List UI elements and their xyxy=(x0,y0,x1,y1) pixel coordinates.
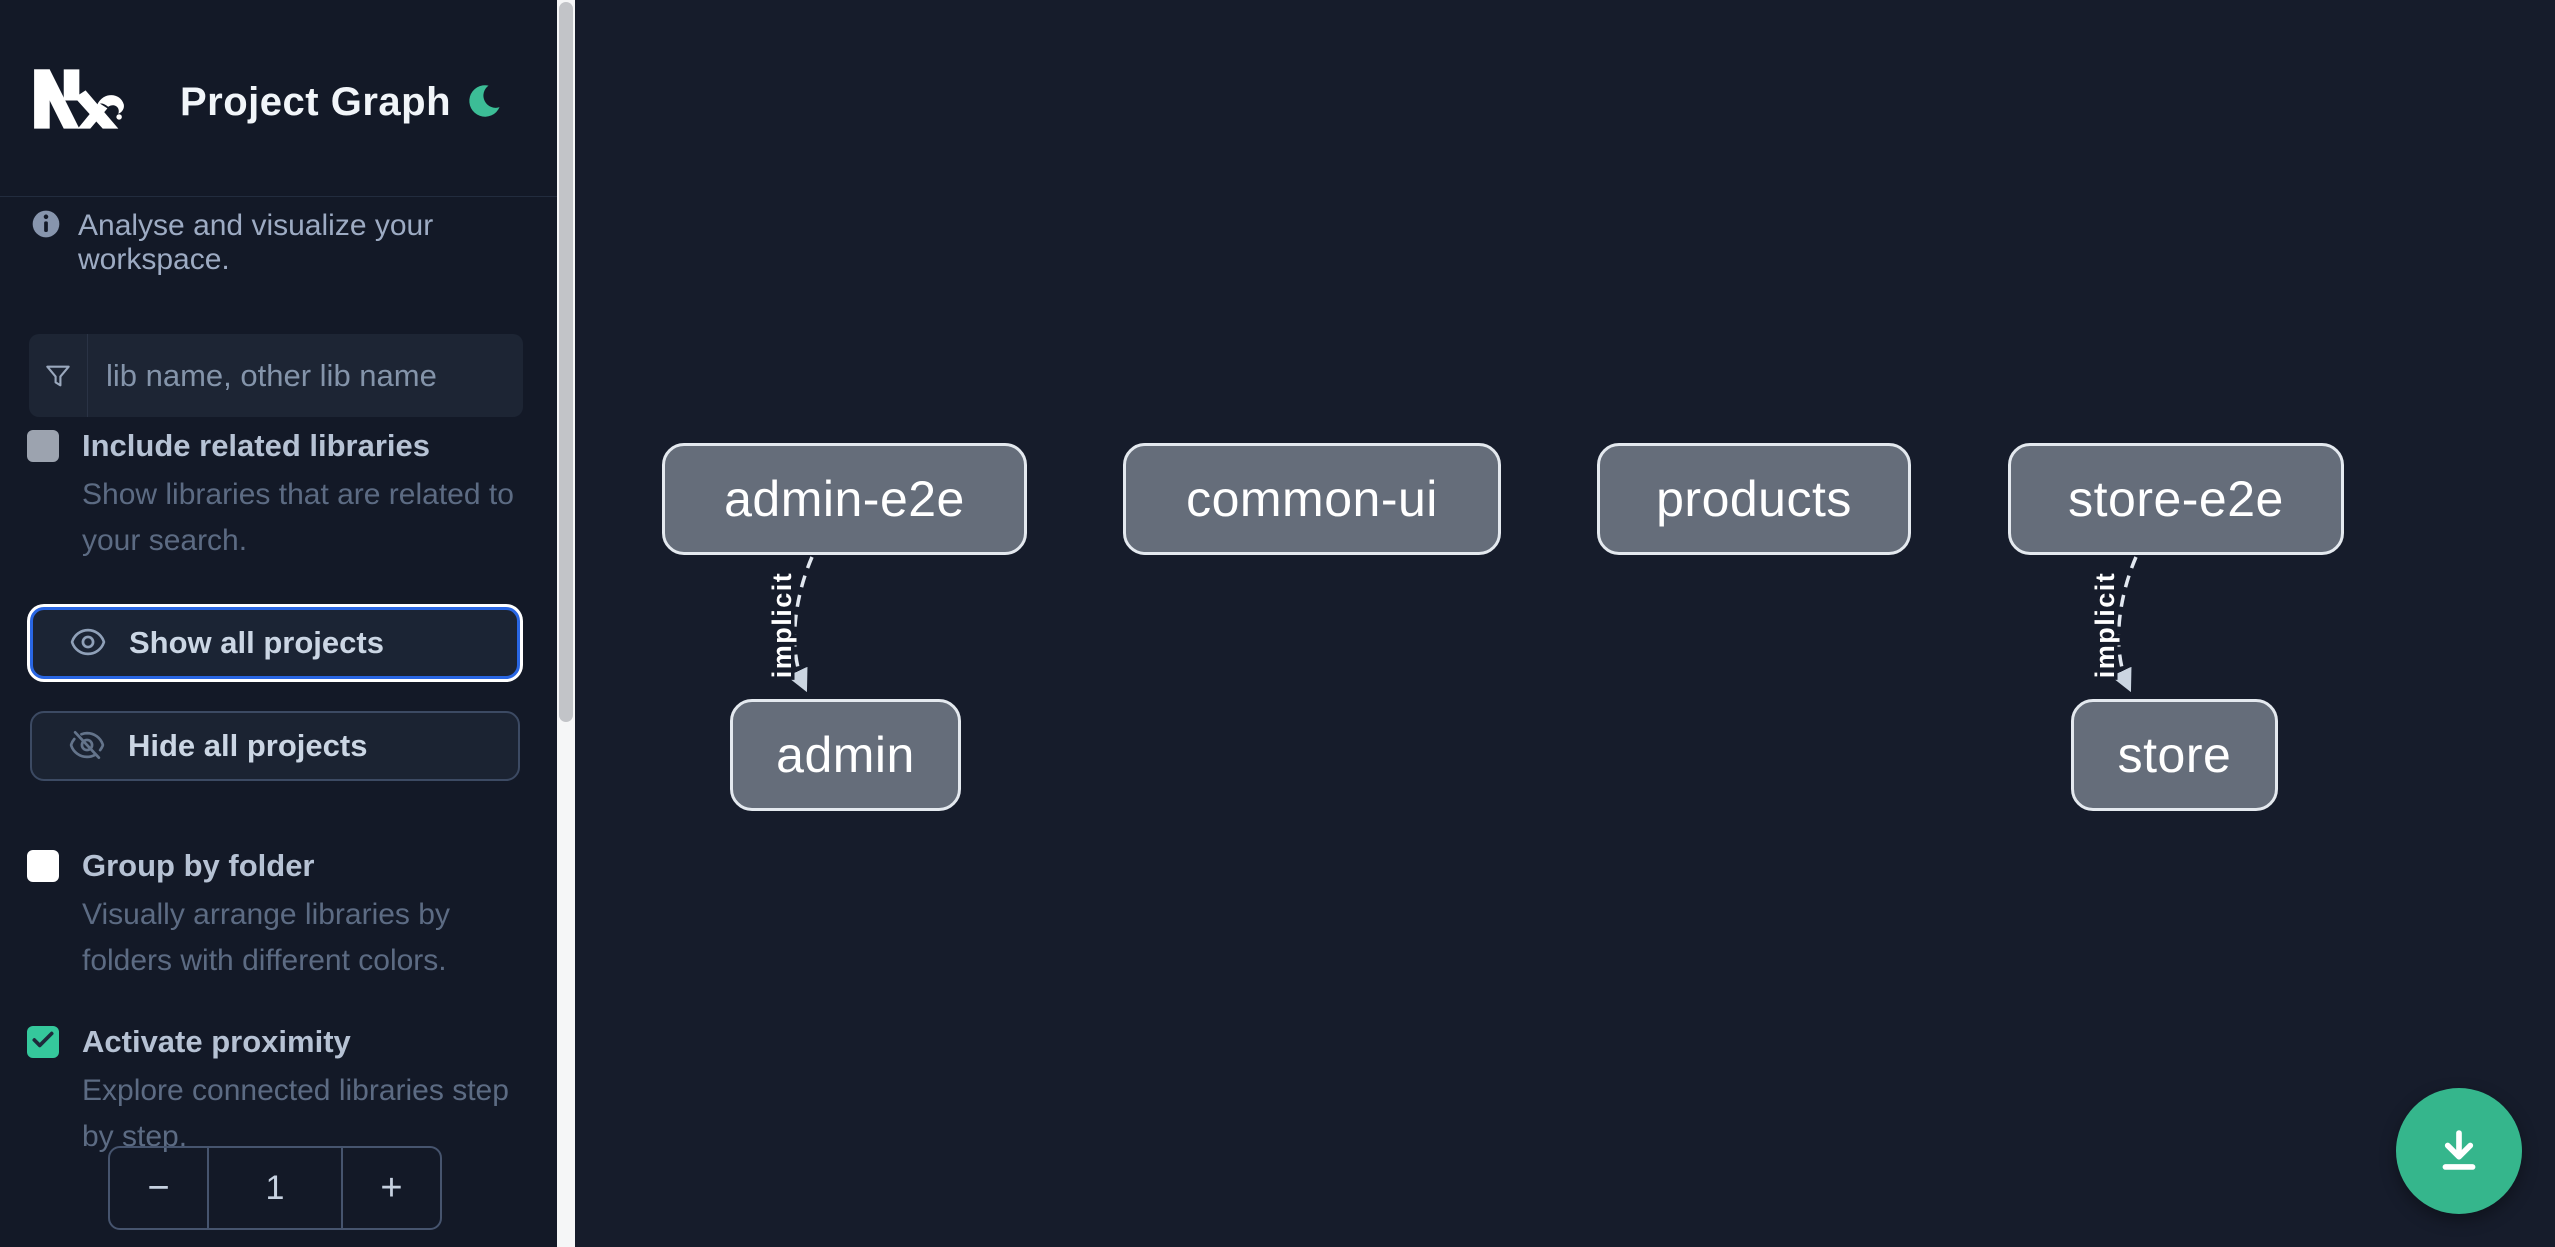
download-graph-button[interactable] xyxy=(2396,1088,2522,1214)
edge-store-e2e-store xyxy=(2110,556,2138,693)
edge-label: implicit xyxy=(2090,572,2120,679)
info-icon xyxy=(30,208,62,245)
download-icon xyxy=(2433,1124,2485,1179)
project-node-products[interactable]: products xyxy=(1597,443,1911,555)
edge-admin-e2e-admin xyxy=(786,556,814,693)
option-label[interactable]: Activate proximity xyxy=(82,1024,351,1059)
activate-proximity-checkbox[interactable] xyxy=(27,1026,59,1058)
funnel-icon xyxy=(29,334,88,417)
project-node-store-e2e[interactable]: store-e2e xyxy=(2008,443,2344,555)
eye-off-icon xyxy=(68,726,106,767)
show-all-projects-label: Show all projects xyxy=(129,625,384,660)
include-related-checkbox[interactable] xyxy=(27,430,59,462)
proximity-decrement-button[interactable]: − xyxy=(110,1148,207,1228)
proximity-value: 1 xyxy=(207,1148,343,1228)
node-label: store-e2e xyxy=(2068,471,2284,527)
proximity-stepper: − 1 + xyxy=(108,1146,442,1230)
option-label[interactable]: Include related libraries xyxy=(82,428,431,463)
node-label: common-ui xyxy=(1186,471,1438,527)
hide-all-projects-label: Hide all projects xyxy=(128,728,368,763)
nx-logo xyxy=(26,60,128,138)
option-description: Visually arrange libraries by folders wi… xyxy=(82,898,450,977)
theme-toggle-button[interactable] xyxy=(455,74,515,130)
sidebar: Project Graph Analyse and visualize your… xyxy=(0,0,575,1247)
project-node-admin-e2e[interactable]: admin-e2e xyxy=(662,443,1027,555)
node-label: admin xyxy=(776,727,915,783)
scrollbar-thumb[interactable] xyxy=(559,2,573,722)
show-all-projects-button[interactable]: Show all projects xyxy=(30,607,520,679)
proximity-increment-button[interactable]: + xyxy=(343,1148,440,1228)
hide-all-projects-button[interactable]: Hide all projects xyxy=(30,711,520,781)
option-label[interactable]: Group by folder xyxy=(82,848,315,883)
filter-box xyxy=(29,334,523,417)
graph-canvas[interactable]: implicit implicit admin-e2e common-ui pr… xyxy=(575,0,2555,1247)
graph-edges: implicit implicit xyxy=(764,556,2138,693)
checkmark-icon xyxy=(30,1027,56,1058)
edge-label: implicit xyxy=(767,572,797,679)
option-description: Show libraries that are related to your … xyxy=(82,478,514,557)
page-title: Project Graph xyxy=(180,80,452,124)
filter-input[interactable] xyxy=(88,334,523,417)
node-label: admin-e2e xyxy=(724,471,965,527)
tagline-text: Analyse and visualize your workspace. xyxy=(78,209,434,276)
group-by-folder-checkbox[interactable] xyxy=(27,850,59,882)
node-label: store xyxy=(2117,727,2232,783)
workspace-tagline: Analyse and visualize your workspace. xyxy=(30,208,530,277)
moon-icon xyxy=(464,80,506,125)
project-node-common-ui[interactable]: common-ui xyxy=(1123,443,1501,555)
node-label: products xyxy=(1656,471,1852,527)
project-node-store[interactable]: store xyxy=(2071,699,2278,811)
sidebar-scrollbar[interactable] xyxy=(557,0,575,1247)
header-divider xyxy=(0,196,557,197)
eye-icon xyxy=(69,623,107,664)
project-node-admin[interactable]: admin xyxy=(730,699,961,811)
